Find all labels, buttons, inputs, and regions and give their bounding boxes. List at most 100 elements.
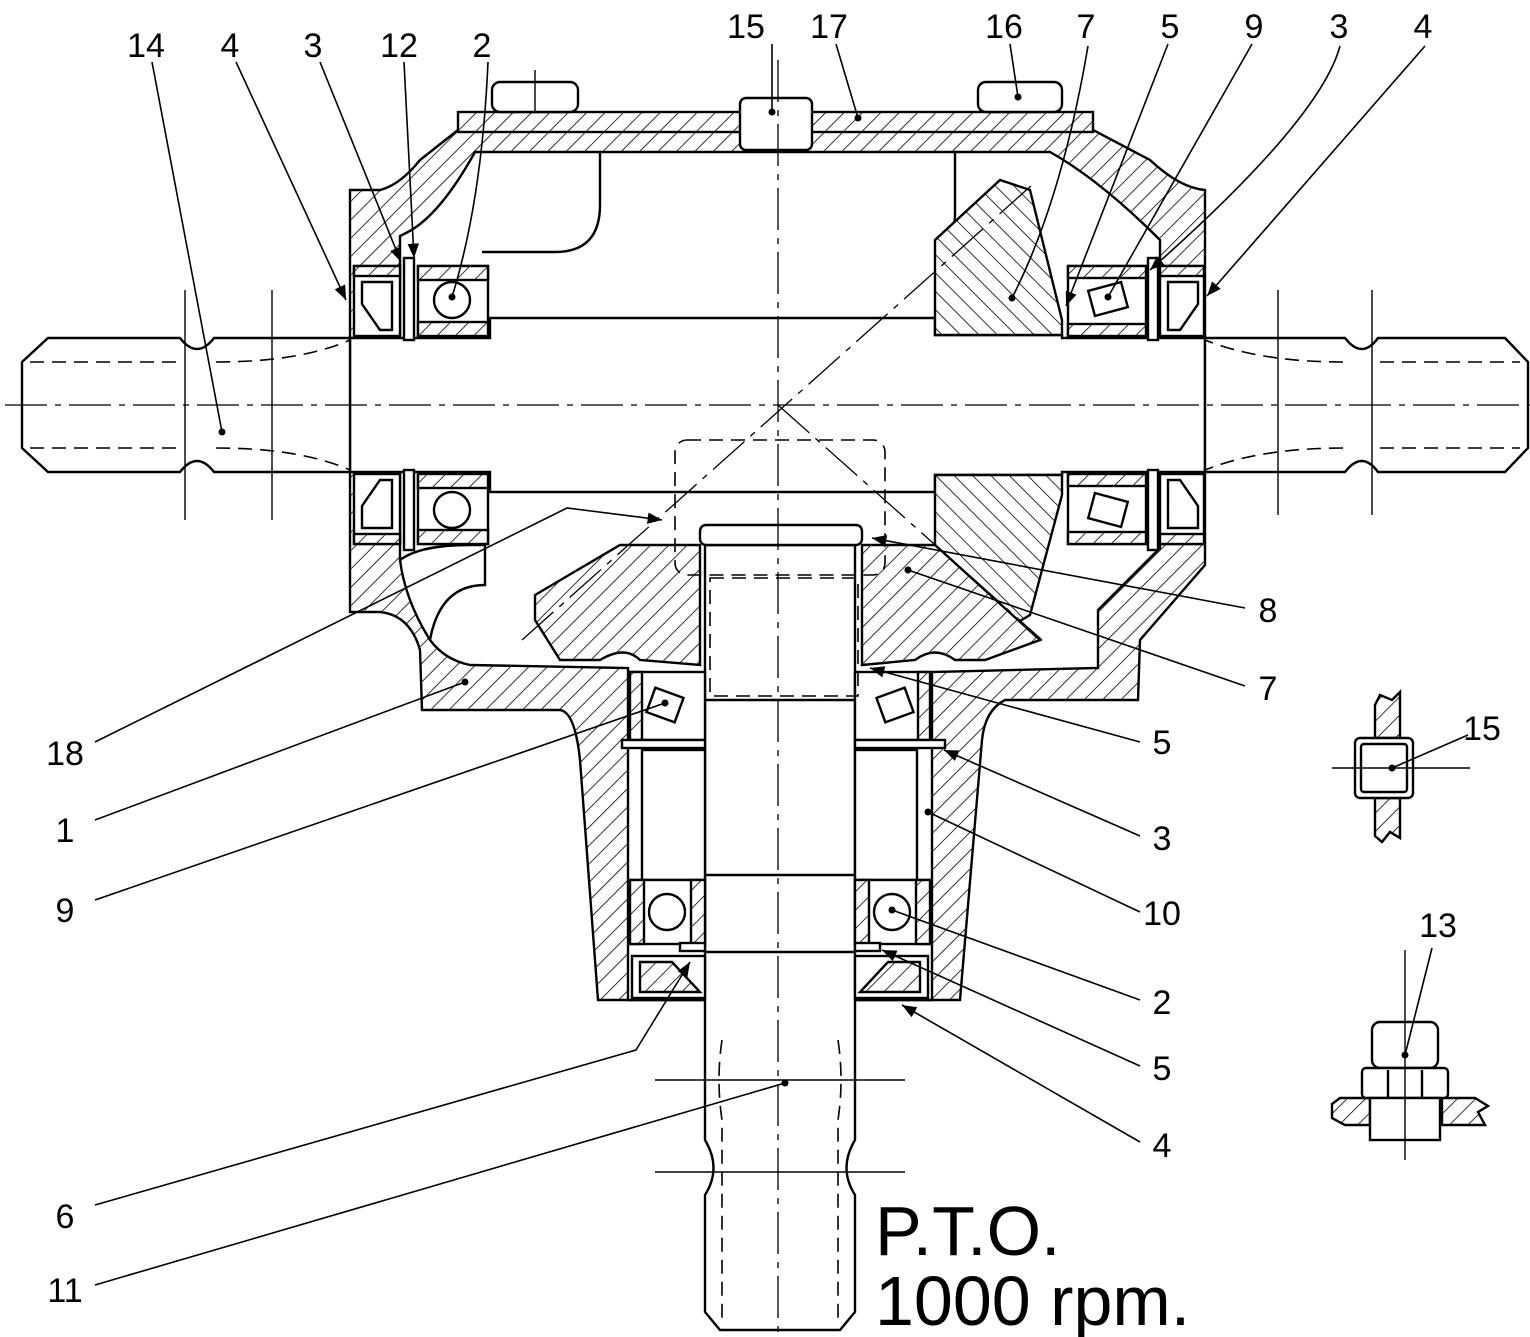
detail-wall-bottom — [1373, 796, 1402, 844]
ball-bearing-left-top-outer-race — [416, 264, 490, 282]
seal-left-top-lip — [360, 280, 394, 332]
ball-bearing-left-bottom-outer-race — [416, 528, 490, 546]
ball-bearing-left-bottom-inner-race — [416, 472, 490, 490]
callout-4-top-left: 4 — [221, 27, 240, 65]
leader-line — [943, 749, 1141, 837]
callout-2-top: 2 — [473, 27, 492, 65]
leader-dot — [768, 108, 776, 116]
vertical-shaft — [703, 543, 857, 1332]
callout-10: 10 — [1143, 895, 1181, 933]
leader-dot — [448, 293, 456, 301]
leader-line — [881, 949, 1141, 1067]
tapered-bearing-right-bottom-cup — [1066, 530, 1148, 546]
circlip-shaft-left — [678, 941, 707, 953]
leader-dot — [854, 114, 862, 122]
callout-8: 8 — [1259, 592, 1278, 630]
leader-line — [891, 909, 1141, 1001]
leader-line — [94, 1082, 786, 1286]
detail-plate-left — [1330, 1096, 1372, 1127]
callout-9-left: 9 — [56, 892, 75, 930]
leader-line — [1391, 734, 1469, 769]
hidden-line — [1204, 339, 1344, 363]
callout-7-top: 7 — [1077, 8, 1096, 46]
leader-dot — [888, 906, 896, 914]
leader-line — [451, 61, 489, 298]
seal-left-bottom-lip — [360, 478, 394, 530]
leader-line — [1149, 45, 1341, 271]
pto-speed-label: 1000 rpm. — [875, 1262, 1190, 1337]
leader-line — [869, 666, 1141, 743]
bevel-gear-horizontal-top — [933, 178, 1064, 337]
leader-line — [94, 507, 663, 743]
leader-line — [1404, 947, 1433, 1056]
leader-dot — [1401, 1051, 1409, 1059]
callout-6: 6 — [56, 1198, 75, 1236]
leader-dot — [1388, 764, 1396, 772]
shaft-collar — [698, 523, 864, 547]
leader-line — [94, 961, 691, 1206]
leader-line — [835, 43, 859, 119]
tapered-bearing-lower-left-cup — [628, 670, 644, 742]
leader-line — [403, 61, 420, 259]
callout-15-detail: 15 — [1463, 710, 1501, 748]
leader-dot — [461, 678, 469, 686]
leader-line — [1107, 43, 1253, 298]
ball-bearing-left-top-inner-race — [416, 320, 490, 338]
leader-dot — [781, 1079, 789, 1087]
leader-line — [1009, 43, 1019, 98]
spacer-tube-right — [853, 748, 919, 882]
leader-line — [907, 569, 1246, 687]
leader-line — [1206, 45, 1426, 297]
seal-left-top-case — [352, 264, 402, 278]
seal-left-bottom-case — [352, 532, 402, 546]
callout-17: 17 — [810, 8, 848, 46]
circlip-shaft-right — [853, 941, 882, 953]
leader-line — [1011, 45, 1089, 299]
leader-line — [1065, 43, 1169, 307]
hidden-outline — [709, 577, 859, 697]
leader-line — [235, 61, 347, 301]
callout-1: 1 — [56, 812, 75, 850]
ball-bearing-lower-right-race-b — [914, 878, 932, 946]
seal-lower-right-lip — [857, 960, 922, 994]
leader-line — [94, 681, 466, 821]
hidden-line — [215, 447, 351, 471]
tapered-bearing-right-bottom-roller — [1086, 491, 1130, 529]
circlip-right-bottom — [1146, 468, 1160, 552]
circlip-lower-left — [620, 738, 707, 750]
callout-16: 16 — [985, 8, 1023, 46]
callout-5-right-upper: 5 — [1153, 724, 1172, 762]
ball-bearing-lower-right-race-a — [853, 878, 871, 946]
leader-line — [927, 811, 1141, 913]
callout-15-top: 15 — [727, 8, 765, 46]
spacer-tube-left — [640, 748, 707, 882]
circlip-right-top — [1146, 256, 1160, 342]
leader-line — [151, 61, 223, 433]
callout-3-right: 3 — [1153, 820, 1172, 858]
callout-9-top: 9 — [1245, 8, 1264, 46]
circlip-left-bottom — [402, 468, 416, 552]
seal-right-bottom-lip — [1166, 478, 1200, 530]
leader-dot — [924, 808, 932, 816]
callout-4-top-right: 4 — [1414, 8, 1433, 46]
ball-bearing-lower-left-ball — [647, 892, 687, 932]
leader-line — [901, 1004, 1141, 1143]
seal-lower-left-lip — [638, 960, 703, 994]
detail-drain-plug — [1332, 689, 1470, 844]
callout-18: 18 — [46, 735, 84, 773]
callout-2-right: 2 — [1153, 984, 1172, 1022]
callout-3-top-right: 3 — [1330, 8, 1349, 46]
ball-bearing-lower-left-race-a — [628, 878, 646, 946]
callout-13: 13 — [1419, 907, 1457, 945]
hidden-outline — [674, 439, 886, 576]
callout-11: 11 — [47, 1272, 82, 1310]
callout-7-right: 7 — [1259, 670, 1278, 708]
ball-bearing-left-bottom-ball — [432, 490, 472, 530]
callout-14: 14 — [127, 27, 165, 65]
housing-inner-rib-left — [482, 152, 602, 254]
leader-line — [319, 61, 402, 263]
pto-label: P.T.O. — [875, 1192, 1060, 1270]
seal-right-bottom-case — [1158, 532, 1206, 546]
bevel-gear-vertical-right — [860, 543, 1043, 667]
